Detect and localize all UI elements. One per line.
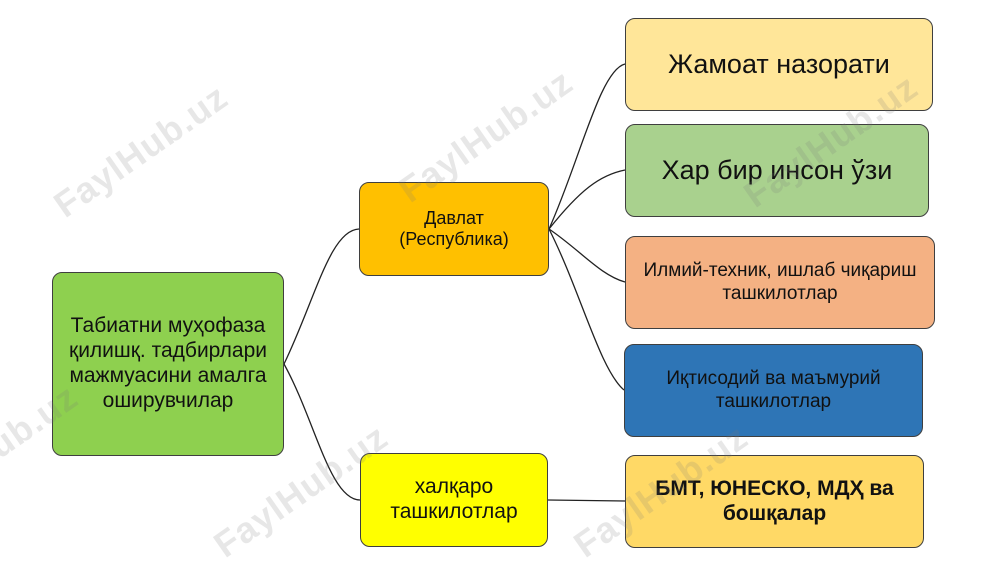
node-un-unesco: БМТ, ЮНЕСКО, МДҲ ва бошқалар xyxy=(625,455,924,548)
connector-state-sci xyxy=(548,228,626,283)
node-scientific-orgs: Илмий-техник, ишлаб чиқариш ташкилотлар xyxy=(625,236,935,329)
connector-root-state xyxy=(283,228,360,365)
node-economic-orgs-label: Иқтисодий ва маъмурий ташкилотлар xyxy=(666,368,881,412)
node-state-label: Давлат (Республика) xyxy=(399,207,509,249)
node-root: Табиатни муҳофаза қилишқ. тадбирлари маж… xyxy=(52,272,284,456)
node-un-unesco-label: БМТ, ЮНЕСКО, МДҲ ва бошқалар xyxy=(655,476,894,525)
node-scientific-orgs-label: Илмий-техник, ишлаб чиқариш ташкилотлар xyxy=(643,260,917,304)
connector-state-person xyxy=(548,169,626,230)
connector-state-public xyxy=(548,63,626,230)
connector-root-intl xyxy=(283,363,361,501)
connector-intl-un xyxy=(547,499,626,502)
node-international-label: халқаро ташкилотлар xyxy=(390,475,518,523)
node-economic-orgs: Иқтисодий ва маъмурий ташкилотлар xyxy=(624,344,923,437)
node-every-person-label: Хар бир инсон ўзи xyxy=(661,154,893,185)
node-public-control: Жамоат назорати xyxy=(625,18,933,111)
connector-state-econ xyxy=(548,228,625,391)
node-public-control-label: Жамоат назорати xyxy=(668,48,890,79)
node-every-person: Хар бир инсон ўзи xyxy=(625,124,929,217)
node-state: Давлат (Республика) xyxy=(359,182,549,276)
node-root-label: Табиатни муҳофаза қилишқ. тадбирлари маж… xyxy=(69,314,267,412)
node-international: халқаро ташкилотлар xyxy=(360,453,548,547)
